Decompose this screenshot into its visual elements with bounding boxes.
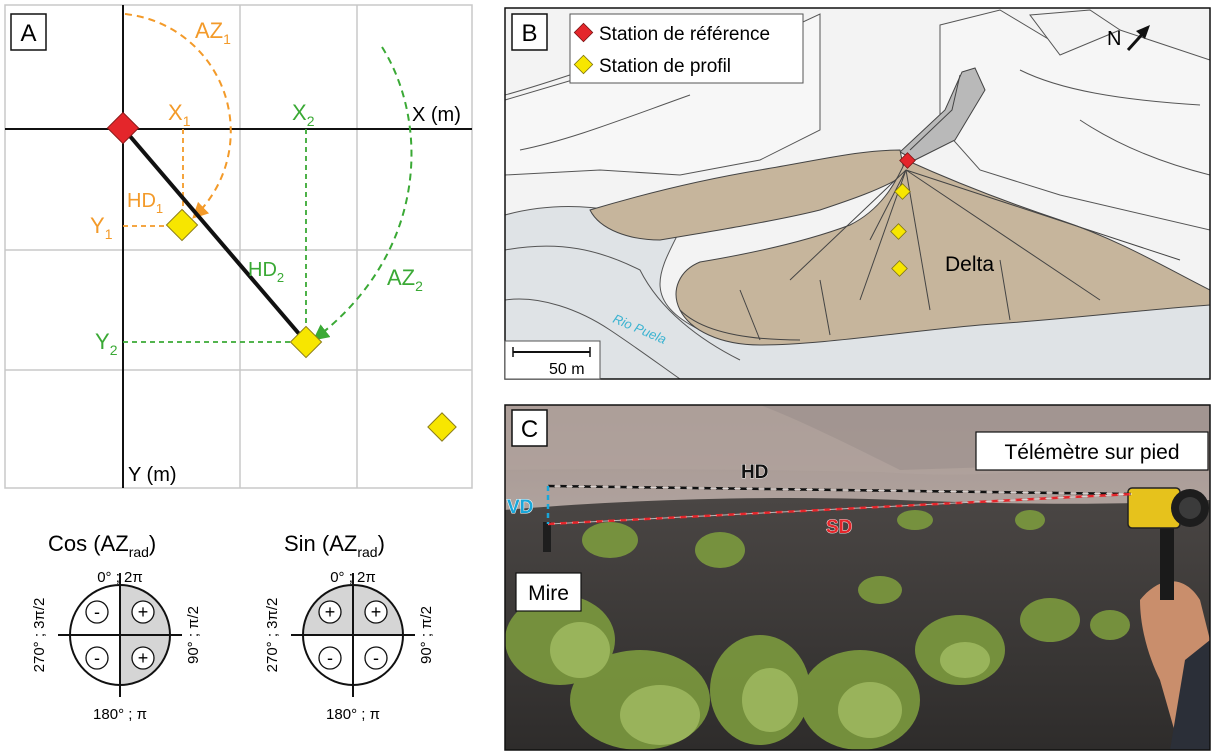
sin-circle-group: Sin (AZrad) 0° ; 2π + + - - 180° ; π 90°…	[264, 531, 435, 723]
cos-bottom-label: 180° ; π	[93, 706, 147, 723]
sin-bottom-label: 180° ; π	[326, 706, 380, 723]
hd2-label: HD2	[248, 259, 284, 285]
sin-sign-top-right: +	[371, 602, 382, 622]
cos-left-label: 270° ; 3π/2	[31, 598, 48, 673]
field-photo	[505, 405, 1210, 750]
y1-label: Y1	[90, 213, 113, 242]
gully-channel	[899, 67, 986, 161]
cos-sign-bottom-left: -	[94, 648, 100, 668]
reference-station-map-marker	[899, 152, 916, 169]
profile-station-map-marker-3	[891, 260, 908, 277]
grid-lines	[5, 5, 472, 488]
tripod-label: Télémètre sur pied	[1004, 441, 1179, 464]
profile-station-marker-2	[289, 325, 323, 359]
hd-photo-label: HD	[741, 462, 768, 483]
sin-sign-top-left: +	[325, 602, 336, 622]
sin-right-label: 90° ; π/2	[418, 606, 435, 664]
sin-circle-title: Sin (AZrad)	[284, 531, 385, 560]
az2-label: AZ2	[387, 265, 423, 294]
panel-c: HD SD VD C Télémètre sur pied Mire	[504, 404, 1211, 751]
tripod-label-box	[975, 431, 1209, 471]
x2-label: X2	[292, 100, 315, 129]
cos-circle-title: Cos (AZrad)	[48, 531, 156, 560]
hd-line	[121, 126, 308, 344]
panel-c-letter-box	[511, 409, 548, 447]
delta-fan	[675, 159, 1210, 346]
hd1-label: HD1	[127, 190, 163, 216]
sin-sign-bottom-right: -	[373, 648, 379, 668]
profile-station-map-marker-1	[894, 183, 911, 200]
sd-line-photo	[547, 492, 1133, 526]
az2-arc	[312, 46, 413, 341]
profile-station-map-marker-2	[890, 223, 907, 240]
legend-reference-label: Station de référence	[599, 24, 770, 45]
panel-b-letter: B	[521, 20, 537, 47]
panel-a: A X (m) Y (m) AZ1 X1 HD1 Y1 X2 HD2 AZ2 Y…	[4, 4, 473, 489]
az1-label: AZ1	[195, 18, 231, 47]
x-axis-label: X (m)	[412, 104, 461, 126]
panel-a-letter: A	[20, 20, 36, 47]
panel-b-letter-box	[511, 13, 548, 51]
sin-left-label: 270° ; 3π/2	[264, 598, 281, 673]
sd-photo-label: SD	[826, 517, 852, 538]
north-label: N	[1107, 28, 1121, 50]
target-label: Mire	[528, 582, 569, 605]
scale-bar-label: 50 m	[549, 361, 585, 378]
y2-label: Y2	[95, 329, 118, 358]
cos-sign-bottom-right: +	[138, 648, 149, 668]
sin-sign-bottom-left: -	[327, 648, 333, 668]
cos-right-label: 90° ; π/2	[185, 606, 202, 664]
reference-station-marker	[106, 111, 140, 145]
profile-station-marker-3	[427, 412, 457, 442]
north-arrow-icon	[1126, 25, 1150, 52]
x1-label: X1	[168, 100, 191, 129]
panel-b: B Station de référence Station de profil…	[504, 7, 1211, 380]
profile-station-marker-1	[165, 208, 199, 242]
panel-c-letter: C	[521, 416, 538, 443]
legend-profile-label: Station de profil	[599, 56, 731, 77]
y-axis-label: Y (m)	[128, 464, 177, 486]
scale-bar-box	[504, 340, 601, 380]
cos-circle-group: Cos (AZrad) 0° ; 2π - + - + 180° ; π 90°…	[31, 531, 202, 723]
target-label-box	[515, 572, 582, 612]
vd-photo-label: VD	[507, 497, 533, 518]
delta-label: Delta	[945, 253, 994, 276]
cos-sign-top-right: +	[138, 602, 149, 622]
panel-a-letter-box	[10, 13, 47, 51]
map-legend-box	[569, 13, 804, 84]
az1-arc	[124, 13, 232, 219]
cos-sign-top-left: -	[94, 602, 100, 622]
